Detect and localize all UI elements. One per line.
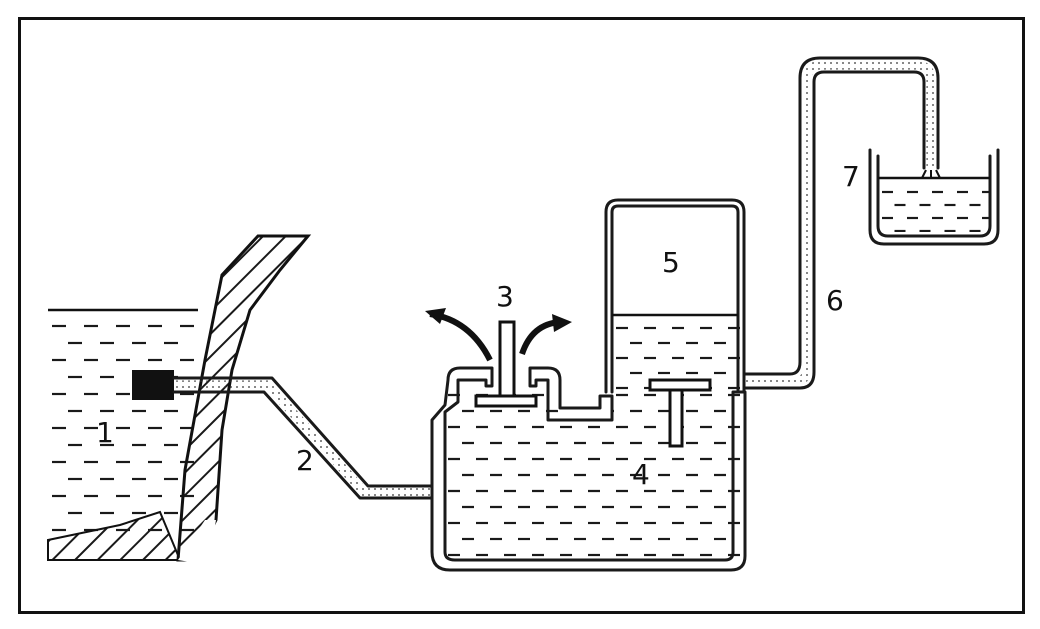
label-reservoir: 1 bbox=[96, 416, 114, 449]
label-air-chamber: 5 bbox=[662, 246, 680, 279]
label-delivery-pipe: 6 bbox=[826, 284, 844, 317]
label-receiving-tank: 7 bbox=[842, 160, 860, 193]
supply-pipe bbox=[172, 376, 434, 500]
intake-filter bbox=[132, 370, 174, 400]
label-waste-valve: 3 bbox=[496, 280, 514, 313]
waste-valve bbox=[425, 308, 572, 408]
receiving-tank bbox=[868, 148, 1000, 246]
reservoir-water bbox=[52, 324, 194, 532]
delivery-pipe bbox=[742, 56, 941, 390]
air-chamber bbox=[604, 198, 746, 448]
diagram-border bbox=[18, 17, 1025, 614]
embankment bbox=[47, 234, 312, 565]
label-pump-chamber: 4 bbox=[632, 458, 650, 491]
label-supply-pipe: 2 bbox=[296, 444, 314, 477]
